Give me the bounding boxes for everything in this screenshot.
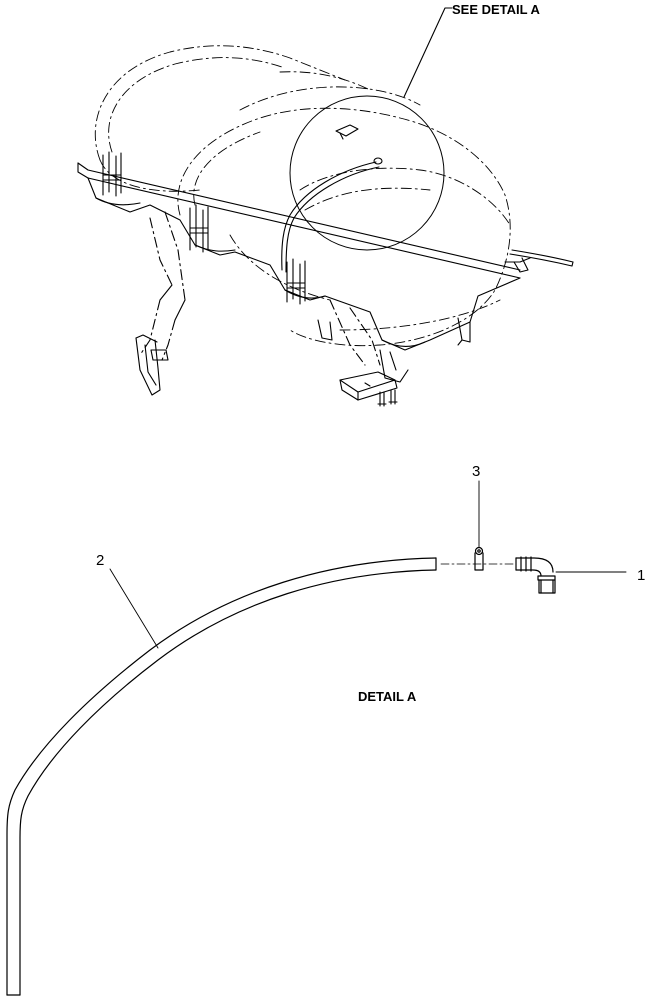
front-tank-outline — [177, 107, 511, 347]
hose-clamp — [474, 546, 484, 571]
tank-strap-left — [102, 151, 122, 197]
callout-1: 1 — [637, 567, 645, 584]
support-leg-left — [139, 211, 186, 361]
tank-assembly-view — [77, 7, 574, 407]
callout-3: 3 — [472, 463, 480, 480]
leader-2 — [109, 568, 159, 649]
rear-bracket — [457, 317, 471, 346]
tank-lid-fitting — [335, 124, 383, 165]
tank-strap-right — [286, 258, 306, 305]
tank-strap-middle — [189, 204, 209, 253]
support-leg-right — [329, 299, 409, 383]
detail-a-view — [6, 480, 627, 996]
mount-plate — [339, 371, 398, 407]
detail-circle — [289, 95, 445, 251]
elbow-fitting — [515, 556, 556, 594]
rear-tank-outline — [94, 45, 421, 192]
hose — [6, 557, 437, 996]
side-bracket — [317, 257, 529, 341]
callout-2: 2 — [96, 552, 104, 569]
hose-on-tank — [281, 161, 380, 273]
see-detail-leader — [403, 7, 453, 98]
detail-a-title: DETAIL A — [358, 689, 417, 704]
u-bracket-left — [135, 334, 169, 396]
frame-rail — [77, 162, 574, 351]
see-detail-label: SEE DETAIL A — [452, 2, 540, 17]
